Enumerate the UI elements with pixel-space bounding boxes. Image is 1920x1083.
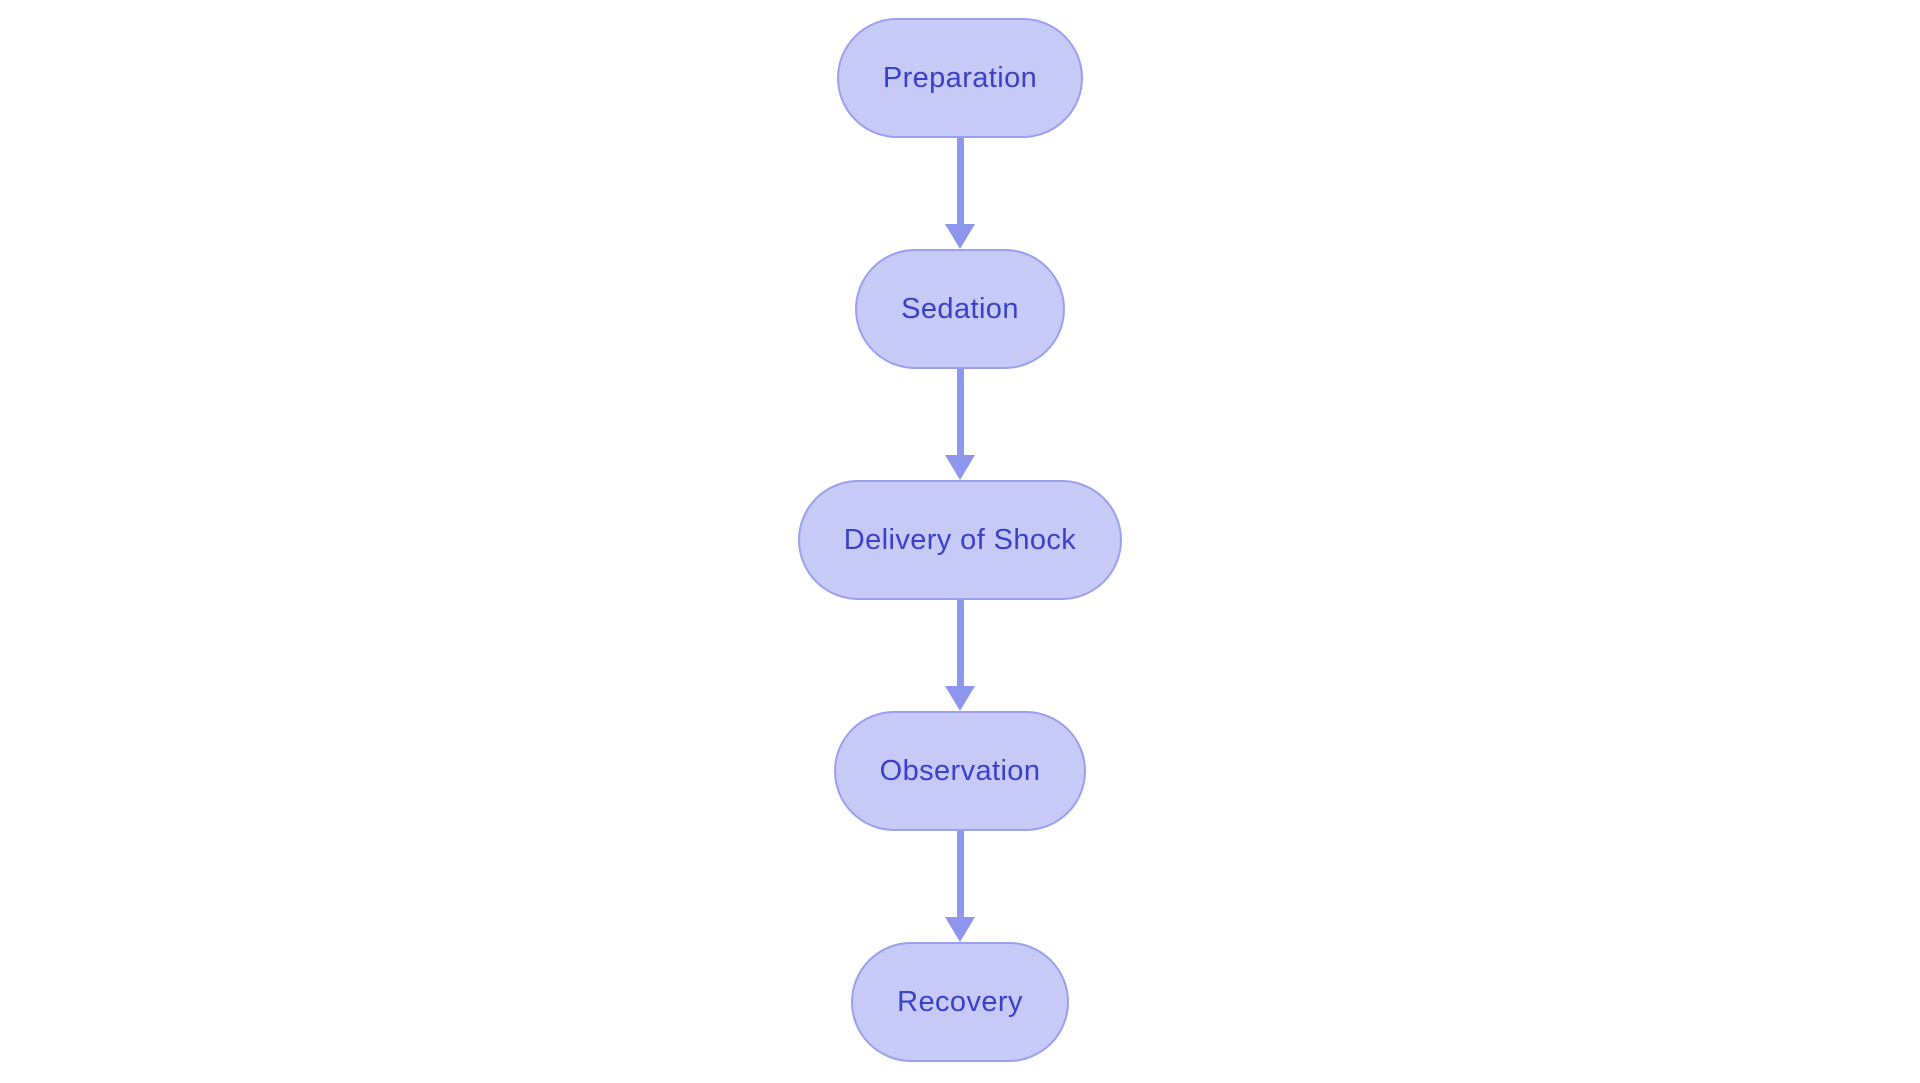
- node-recovery-label: Recovery: [897, 985, 1023, 1018]
- arrowhead-down-icon: [945, 224, 975, 249]
- edge-line: [956, 369, 964, 456]
- arrowhead-down-icon: [945, 455, 975, 480]
- node-delivery-of-shock-label: Delivery of Shock: [843, 523, 1077, 556]
- node-sedation: Sedation: [855, 249, 1065, 369]
- node-recovery: Recovery: [851, 942, 1069, 1062]
- flowchart: Preparation Sedation Delivery of Shock O…: [0, 18, 1920, 1062]
- edge-preparation-to-sedation: [945, 138, 975, 249]
- arrowhead-down-icon: [945, 917, 975, 942]
- node-observation: Observation: [833, 711, 1087, 831]
- edge-line: [956, 831, 964, 918]
- edge-observation-to-recovery: [945, 831, 975, 942]
- edge-line: [956, 600, 964, 687]
- edge-delivery-of-shock-to-observation: [945, 600, 975, 711]
- edge-sedation-to-delivery-of-shock: [945, 369, 975, 480]
- node-sedation-label: Sedation: [901, 292, 1019, 325]
- node-preparation-label: Preparation: [882, 61, 1038, 94]
- arrowhead-down-icon: [945, 686, 975, 711]
- node-preparation: Preparation: [836, 18, 1084, 138]
- edge-line: [956, 138, 964, 225]
- node-observation-label: Observation: [879, 754, 1041, 787]
- node-delivery-of-shock: Delivery of Shock: [797, 480, 1123, 600]
